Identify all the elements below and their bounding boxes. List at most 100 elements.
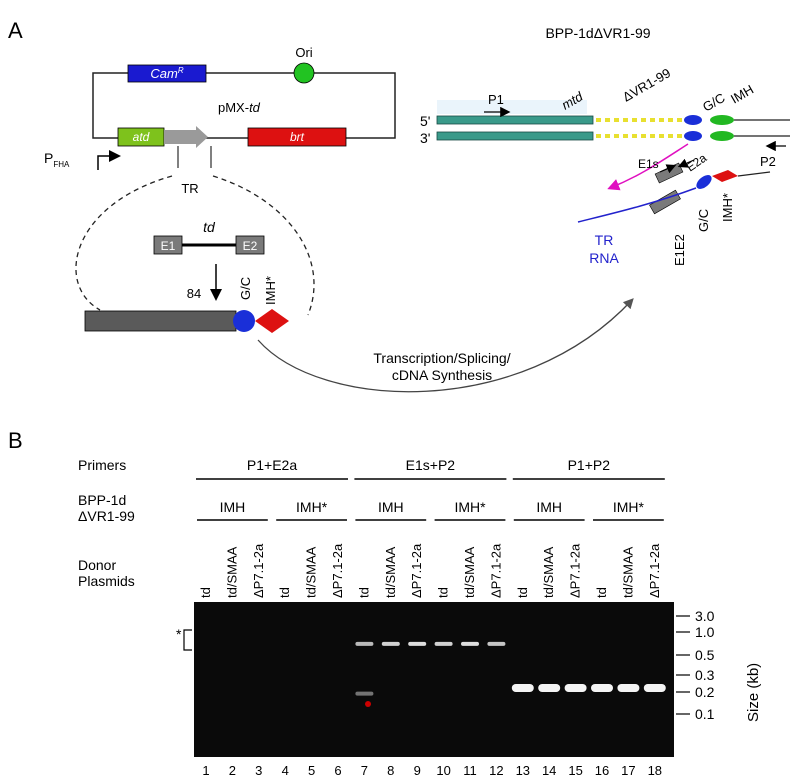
primer-group-label: P1+E2a — [247, 457, 297, 473]
imh-star-element — [255, 309, 289, 333]
e1-label: E1 — [161, 239, 176, 253]
target-gc-label: G/C — [700, 90, 728, 115]
size-markers: 3.01.00.50.30.20.1 — [676, 608, 715, 722]
tr-bar — [84, 310, 237, 332]
tr-label: TR — [181, 181, 198, 196]
lane-number: 17 — [621, 763, 635, 778]
ori-label: Ori — [295, 45, 312, 60]
curved-arrow-icon — [257, 298, 634, 393]
td-label: td — [203, 219, 216, 235]
target-title: BPP-1dΔVR1-99 — [545, 25, 650, 41]
donor-plasmid-label: ΔP7.1-2a — [409, 543, 424, 598]
lane-number: 10 — [436, 763, 450, 778]
tr-rna-label-2: RNA — [589, 250, 619, 266]
lane-number: 13 — [516, 763, 530, 778]
dna-top-strand — [436, 115, 594, 125]
panel-b-label: B — [8, 428, 23, 453]
gc-top — [684, 115, 702, 125]
gel-band — [461, 641, 479, 646]
bpp-group-label: IMH — [378, 499, 404, 515]
dna-bottom-strand — [436, 131, 594, 141]
target-imh-label: IMH — [728, 82, 756, 107]
donor-plasmid-label: td/SMAA — [304, 546, 319, 598]
imh-star-rna — [712, 170, 738, 182]
size-marker-label: 0.2 — [695, 684, 715, 700]
donor-row-label-1: Donor — [78, 557, 116, 573]
brt-gene — [247, 127, 347, 147]
plasmid-name: pMX-td — [218, 100, 261, 115]
e2-label: E2 — [243, 239, 258, 253]
bpp-group-label: IMH — [536, 499, 562, 515]
gel-band — [643, 684, 666, 693]
bpp-group-label: IMH* — [296, 499, 328, 515]
position-label: 84 — [187, 286, 201, 301]
panel-a-label: A — [8, 18, 23, 43]
donor-plasmid-label: td — [198, 587, 213, 598]
arrow-caption-1: Transcription/Splicing/ — [373, 350, 510, 366]
primer-group-label: E1s+P2 — [406, 457, 456, 473]
e1s-box — [654, 162, 684, 184]
e1s-arrow-icon — [659, 164, 677, 174]
lane-number: 2 — [229, 763, 236, 778]
size-marker-label: 1.0 — [695, 624, 715, 640]
donor-plasmid-label: td — [515, 587, 530, 598]
bpp-group-label: IMH* — [613, 499, 645, 515]
target-locus: BPP-1dΔVR1-99 5' 3' P1 mtd ΔVR1-99 G/C I… — [420, 25, 790, 266]
donor-plasmid-label: td — [594, 587, 609, 598]
bpp-row-label-1: BPP-1d — [78, 492, 126, 508]
e2-exon — [235, 235, 265, 255]
e1e2-label: E1E2 — [672, 234, 687, 266]
e1s-label: E1s — [638, 157, 659, 171]
lane-number: 3 — [255, 763, 262, 778]
promoter-label: PFHA — [44, 150, 70, 169]
lane-number: 9 — [414, 763, 421, 778]
rna-imh-star-label: IMH* — [720, 193, 735, 222]
donor-plasmid-label: ΔP7.1-2a — [568, 543, 583, 598]
donor-plasmid-label: ΔP7.1-2a — [647, 543, 662, 598]
gel-band — [434, 641, 453, 646]
imh-top — [710, 115, 734, 125]
gc-rna — [696, 175, 712, 189]
donor-plasmid-label: ΔP7.1-2a — [488, 543, 503, 598]
panel-a: A CamR Ori pMX-td atd brt PFHA TR td E — [8, 18, 790, 393]
donor-plasmid-label: ΔP7.1-2a — [330, 543, 345, 598]
primer-group-label: P1+P2 — [568, 457, 611, 473]
brt-label: brt — [290, 130, 305, 144]
lane-number: 18 — [648, 763, 662, 778]
tr-rna-label-1: TR — [595, 232, 614, 248]
size-axis-label: Size (kb) — [745, 663, 762, 722]
donor-plasmid-label: td — [436, 587, 451, 598]
size-marker-label: 0.3 — [695, 667, 715, 683]
gel-band — [511, 684, 534, 693]
gc-label-vertical: G/C — [238, 277, 253, 300]
cam-label: CamR — [150, 66, 183, 81]
gel-band — [408, 641, 427, 646]
cam-gene — [127, 64, 207, 83]
gel-image — [194, 602, 674, 757]
gel-band — [591, 684, 613, 693]
lane-number: 5 — [308, 763, 315, 778]
tr-arrow — [164, 126, 208, 148]
gel-bands — [355, 641, 666, 696]
star-bracket — [183, 629, 192, 651]
dvr-label: ΔVR1-99 — [620, 65, 673, 104]
donor-plasmid-label: td/SMAA — [541, 546, 556, 598]
plasmid-backbone — [92, 72, 396, 139]
five-prime-label: 5' — [420, 113, 430, 129]
gel-band — [617, 684, 640, 693]
donor-row-label-2: Plasmids — [78, 573, 135, 589]
ori-circle — [293, 62, 315, 84]
lane-number: 1 — [202, 763, 209, 778]
gel-band — [381, 641, 400, 646]
lane-number: 14 — [542, 763, 556, 778]
lane-number: 6 — [334, 763, 341, 778]
arrow-caption-2: cDNA Synthesis — [392, 367, 492, 383]
p2-label: P2 — [760, 154, 776, 169]
lane-number: 8 — [387, 763, 394, 778]
size-marker-label: 3.0 — [695, 608, 715, 624]
tr-rna-line — [577, 187, 697, 223]
bpp-group-label: IMH* — [454, 499, 486, 515]
cdna-arrow-icon — [607, 143, 689, 191]
